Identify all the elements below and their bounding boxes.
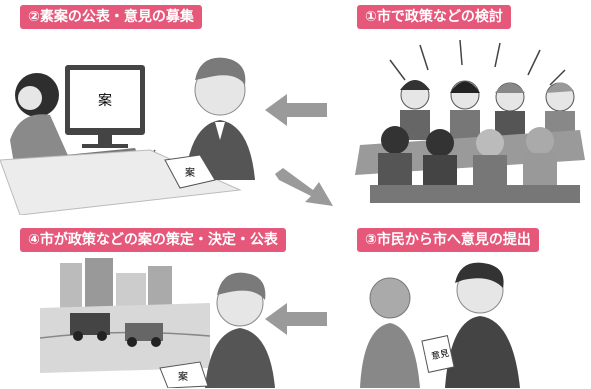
arrow-step1-to-step2: [265, 94, 327, 126]
arrow-step3-to-step4: [265, 303, 327, 335]
city-discussion-illustration: [355, 39, 585, 203]
city-publishes-illustration: 案: [40, 258, 275, 388]
step-1-label: ①市で政策などの検討: [357, 5, 511, 29]
final-document-text: 案: [178, 370, 188, 383]
opinion-card-text: 意見: [430, 347, 450, 362]
step-3-label: ③市民から市へ意見の提出: [357, 228, 539, 252]
publish-draft-illustration: 案 案: [0, 57, 255, 215]
arrow-step2-to-step3: [275, 168, 333, 206]
step-4-label: ④市が政策などの案の策定・決定・公表: [20, 228, 286, 252]
document-text: 案: [185, 166, 195, 179]
citizen-submits-opinion-illustration: 意見: [360, 262, 520, 388]
step-2-label: ②素案の公表・意見の募集: [20, 5, 202, 29]
monitor-text: 案: [98, 92, 112, 109]
